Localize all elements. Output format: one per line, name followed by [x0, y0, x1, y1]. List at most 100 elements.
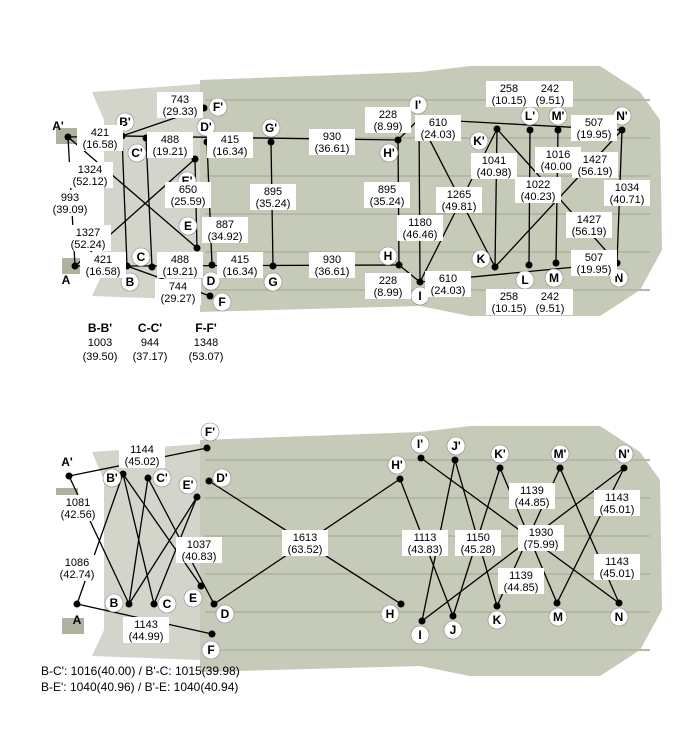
top_diagram-dimension: 887(34.92): [202, 217, 248, 243]
point-label: J': [451, 439, 461, 453]
dimension-inch: (36.61): [315, 143, 350, 155]
point-label: E: [184, 219, 192, 233]
summary-label: F-F': [195, 321, 217, 335]
top_diagram-dimension: 258(10.15): [486, 81, 532, 107]
dimension-label-bg: [176, 537, 222, 563]
top_diagram-dimension: 415(16.34): [207, 132, 253, 158]
measurement-point-dot: [197, 582, 205, 590]
dimension-label-bg: [486, 289, 532, 315]
bottom_diagram-point: M: [548, 599, 568, 627]
bottom_diagram-point: I: [410, 617, 430, 645]
bottom_diagram-point: K: [487, 602, 507, 630]
dimension-inch: (44.85): [504, 582, 539, 594]
measurement-point-dot: [417, 454, 425, 462]
point-label-circle: [263, 272, 283, 292]
point-label: K: [477, 252, 486, 266]
measurement-point-dot: [125, 600, 133, 608]
bottom_diagram-dimension: 1143(44.99): [123, 617, 169, 643]
summary-dimension: F-F'1348(53.07): [189, 321, 224, 363]
point-label-circle: [215, 604, 235, 624]
bottom_diagram-line: [122, 473, 155, 605]
dimension-mm: 993: [61, 192, 79, 204]
dimension-mm: 895: [264, 186, 282, 198]
top_diagram-point: K': [469, 125, 501, 151]
dimension-mm: 1034: [615, 182, 639, 194]
top_diagram-dimension: 744(29.27): [155, 279, 201, 305]
dimension-label-bg: [65, 225, 111, 251]
dimension-mm: 1113: [414, 532, 437, 544]
dimension-label-bg: [498, 568, 544, 594]
dimension-label-bg: [364, 182, 410, 208]
dimension-inch: (25.59): [171, 196, 206, 208]
footnote-bc: B-C': 1016(40.00) / B'-C: 1015(39.98): [41, 664, 240, 678]
top_diagram-dimension: 1034(40.71): [604, 180, 650, 206]
dimension-inch: (46.46): [403, 229, 438, 241]
dimension-inch: (39.09): [53, 204, 88, 216]
point-label: A': [61, 455, 73, 469]
measurement-point-dot: [208, 261, 216, 269]
point-label: F': [213, 100, 223, 114]
point-label-circle: [212, 292, 232, 312]
bottom_diagram-point: M': [550, 444, 570, 472]
measurement-point-dot: [493, 125, 501, 133]
point-label-circle: [212, 468, 232, 488]
dimension-mm: 258: [500, 291, 518, 303]
dimension-label-bg: [309, 252, 355, 278]
dimension-inch: (52.12): [73, 176, 108, 188]
top_diagram-dimension: 1022(40.23): [515, 177, 561, 203]
dimension-mm: 1016: [546, 149, 570, 161]
dimension-mm: 228: [379, 275, 397, 287]
top_diagram-dimension: 993(39.09): [47, 190, 93, 216]
dimension-mm: 1086: [65, 557, 89, 569]
point-label-circle: [201, 271, 221, 291]
measurement-point-dot: [491, 263, 499, 271]
bottom_diagram-point: F: [201, 630, 221, 660]
bottom_diagram-line: [122, 473, 202, 587]
top_diagram-point: L': [520, 106, 540, 134]
dimension-label-bg: [509, 483, 555, 509]
dimension-inch: (19.21): [153, 146, 188, 158]
dimension-inch: (24.03): [431, 285, 466, 297]
dimension-label-bg: [402, 530, 448, 556]
dimension-label-bg: [217, 252, 263, 278]
point-label: C: [163, 597, 172, 611]
point-label-circle: [487, 610, 507, 630]
bottom_diagram-point: A: [73, 600, 82, 627]
bottom_diagram-point: I': [410, 434, 430, 462]
point-label: M': [554, 447, 567, 461]
top_diagram-point: G: [263, 262, 283, 292]
dimension-mm: 415: [221, 134, 239, 146]
dimension-label-bg: [572, 152, 618, 178]
measurement-points: A'AB'BC'CD'DE'EF'FG'GH'HI'IK'KL'LM'MN'NA…: [52, 95, 634, 660]
dimension-inch: (43.83): [408, 544, 443, 556]
measurement-point-dot: [396, 475, 404, 483]
measurement-point-dot: [552, 259, 560, 267]
dimension-label-bg: [309, 129, 355, 155]
top_diagram-dimension: 610(24.03): [415, 115, 461, 141]
dimension-mm: 1037: [187, 539, 211, 551]
bottom_diagram-point: K': [490, 444, 510, 472]
dimension-inch: (40.83): [182, 551, 217, 563]
bottom_diagram-line: [128, 496, 198, 605]
dimension-label-bg: [119, 442, 165, 468]
dimension-inch: (42.56): [61, 509, 96, 521]
point-label-circle: [208, 97, 228, 117]
top_diagram-line: [418, 118, 421, 283]
dimension-inch: (9.51): [536, 95, 565, 107]
dimension-label-bg: [365, 107, 411, 133]
top_diagram-line: [67, 136, 198, 249]
summary-inch: (53.07): [189, 351, 224, 363]
bottom_diagram-point: J': [446, 436, 466, 464]
measurement-point-dot: [193, 244, 201, 252]
top_diagram-dimension: 1327(52.24): [65, 225, 111, 251]
dimension-mm: 242: [541, 291, 559, 303]
bottom_diagram-point: J: [443, 612, 463, 640]
dimension-mm: 1613: [293, 532, 317, 544]
dimension-mm: 1139: [520, 485, 544, 497]
top_diagram-point: D': [196, 117, 216, 146]
point-label: B: [126, 275, 135, 289]
top_diagram-line: [145, 137, 153, 268]
dimension-inch: (45.01): [600, 504, 635, 516]
measurement-point-dot: [193, 493, 201, 501]
top_diagram-dimension: 507(19.95): [571, 250, 617, 276]
